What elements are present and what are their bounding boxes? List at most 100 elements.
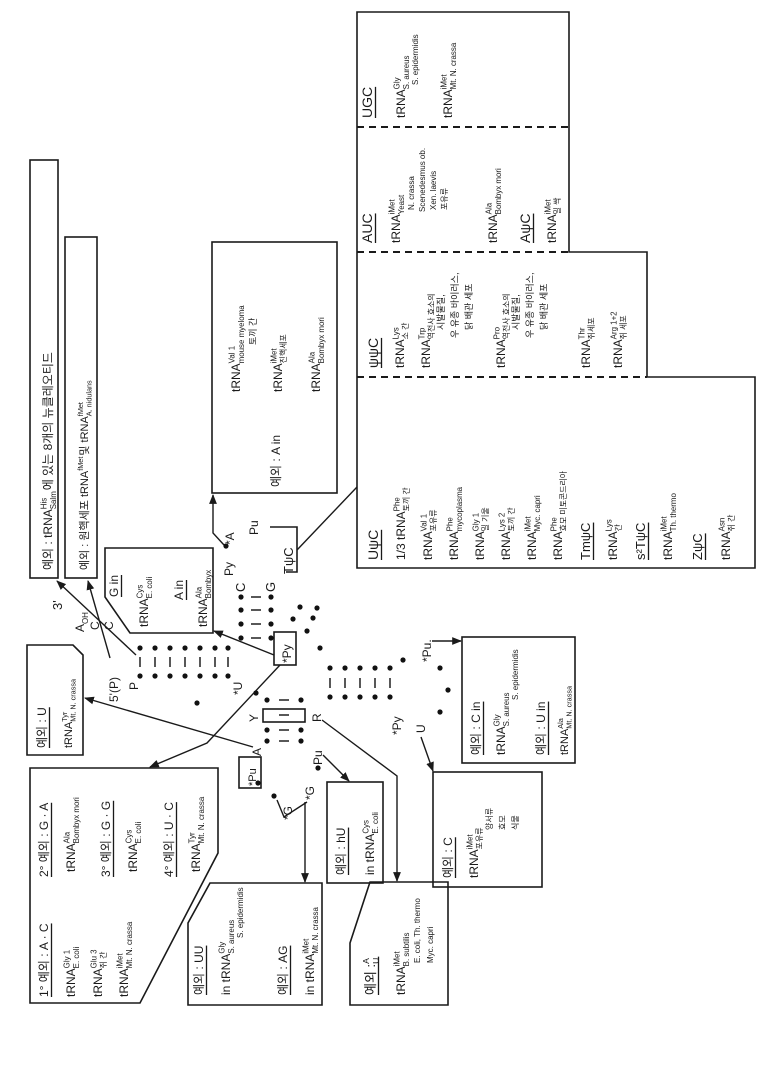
label-text: Phe	[446, 517, 455, 532]
label-text: AψC	[517, 214, 533, 243]
label-text: Cys	[362, 820, 371, 834]
label-text: B. subtilis	[402, 932, 411, 966]
clover-a-oh: AOH	[73, 612, 90, 632]
label-text: OH	[81, 612, 90, 624]
label-text: Arg 1+2	[610, 311, 619, 339]
val-box	[211, 241, 338, 494]
label-text: Lys 2	[498, 513, 507, 532]
label-text: AUC	[359, 213, 375, 243]
label-text: *G	[303, 786, 317, 800]
label-text: 역전사 효소의	[501, 293, 511, 339]
nucleotide-dot	[372, 665, 378, 671]
nucleotide-dot	[137, 673, 143, 679]
label-text: Mt. N. crassa	[311, 906, 320, 953]
boxes-au-l1a: E. coli, Th. thermo	[413, 898, 422, 963]
label-text: A in	[172, 580, 186, 600]
label-text: 1° 예외 : A · C	[37, 923, 51, 997]
clover-pu-box: *Pu	[247, 768, 259, 786]
label-text: iMet	[524, 516, 533, 532]
clover-g2: *G	[303, 786, 317, 800]
label-text: Salm	[49, 491, 58, 509]
nucleotide-dot	[225, 673, 231, 679]
clover-ac-pu: *Pu.	[420, 639, 434, 662]
nucleotide-dot	[445, 687, 451, 693]
nucleotide-dot	[212, 645, 218, 651]
label-text: tRNA	[421, 531, 435, 560]
label-text: tRNA	[494, 339, 508, 368]
arrow	[213, 630, 275, 656]
label-text: 밀 기울	[481, 507, 490, 531]
label-text: G in	[107, 575, 121, 597]
label-text: Ala	[308, 351, 317, 363]
clover-a: A	[250, 748, 264, 756]
label-text: 효모 미토콘드리아	[558, 470, 568, 531]
label-text: Cys	[136, 585, 145, 599]
g-bracket	[276, 799, 308, 819]
clover-u8: *U	[231, 682, 245, 695]
label-text: C	[102, 621, 116, 630]
label-text: tRNA	[606, 531, 620, 560]
label-text: UGC	[359, 87, 375, 118]
boxes-c-h: 예외 : C	[441, 837, 457, 878]
label-text: s²TψC	[633, 523, 648, 560]
nucleotide-dot	[327, 665, 333, 671]
nucleotide-dot	[400, 657, 406, 663]
label-text: tRNA	[126, 843, 140, 872]
label-text: Myc. capri	[426, 926, 435, 963]
label-text: E. coli	[134, 822, 143, 844]
table-ppc-l3a: 시발물질,	[510, 294, 521, 330]
boxes-c-l1a: 양서류	[485, 808, 494, 830]
label-text: Phe	[550, 517, 559, 532]
label-text: tRNA	[196, 598, 210, 627]
label-text: tRNA	[494, 726, 508, 755]
label-text: tRNA	[394, 89, 408, 118]
label-text: mouse myeloma	[237, 305, 246, 364]
clover-r: R	[310, 713, 324, 722]
label-text: 식물	[511, 815, 520, 830]
exception-box-c	[432, 771, 543, 888]
label-text: Mt. N. crassa	[565, 685, 574, 729]
label-text: 포유류	[429, 510, 438, 532]
note-box-fmet	[64, 236, 98, 579]
arrow	[84, 696, 254, 748]
label-text: *U	[231, 682, 245, 695]
table-upc-h2: TmψC	[578, 522, 595, 560]
label-text: tRNA	[447, 531, 461, 560]
label-text: E. coli	[145, 577, 154, 599]
label-text: tRNA	[394, 966, 408, 995]
label-text: E. coli, Th. thermo	[413, 898, 422, 963]
label-text: C	[88, 621, 102, 630]
label-text: Ala	[63, 831, 72, 843]
label-text: tRNA	[486, 214, 500, 243]
table-ppc-l2c: 닭 배관 세포	[463, 284, 474, 330]
label-text: 포유류	[475, 828, 484, 850]
label-text: S. aureus	[402, 55, 411, 89]
label-text: C	[233, 583, 248, 592]
label-text: Y	[247, 714, 261, 722]
label-text: Gly 1	[472, 512, 481, 531]
arrow	[322, 754, 350, 782]
label-text: Myc. capri	[533, 495, 542, 531]
boxes-uu-h1: 예외 : UU	[192, 945, 208, 995]
clover-tpsic: TψC	[281, 547, 296, 574]
nucleotide-dot	[297, 604, 303, 610]
label-text: 1/3 tRNA	[394, 511, 408, 560]
label-text: Trp	[418, 327, 427, 339]
label-text: tRNA	[579, 339, 593, 368]
label-text: tRNA	[189, 843, 203, 872]
label-text: Thr	[578, 327, 587, 339]
label-text: 2° 예외 : G · A	[37, 803, 51, 877]
boxes-mis-h4: 4° 예외 : U · C	[162, 802, 178, 877]
